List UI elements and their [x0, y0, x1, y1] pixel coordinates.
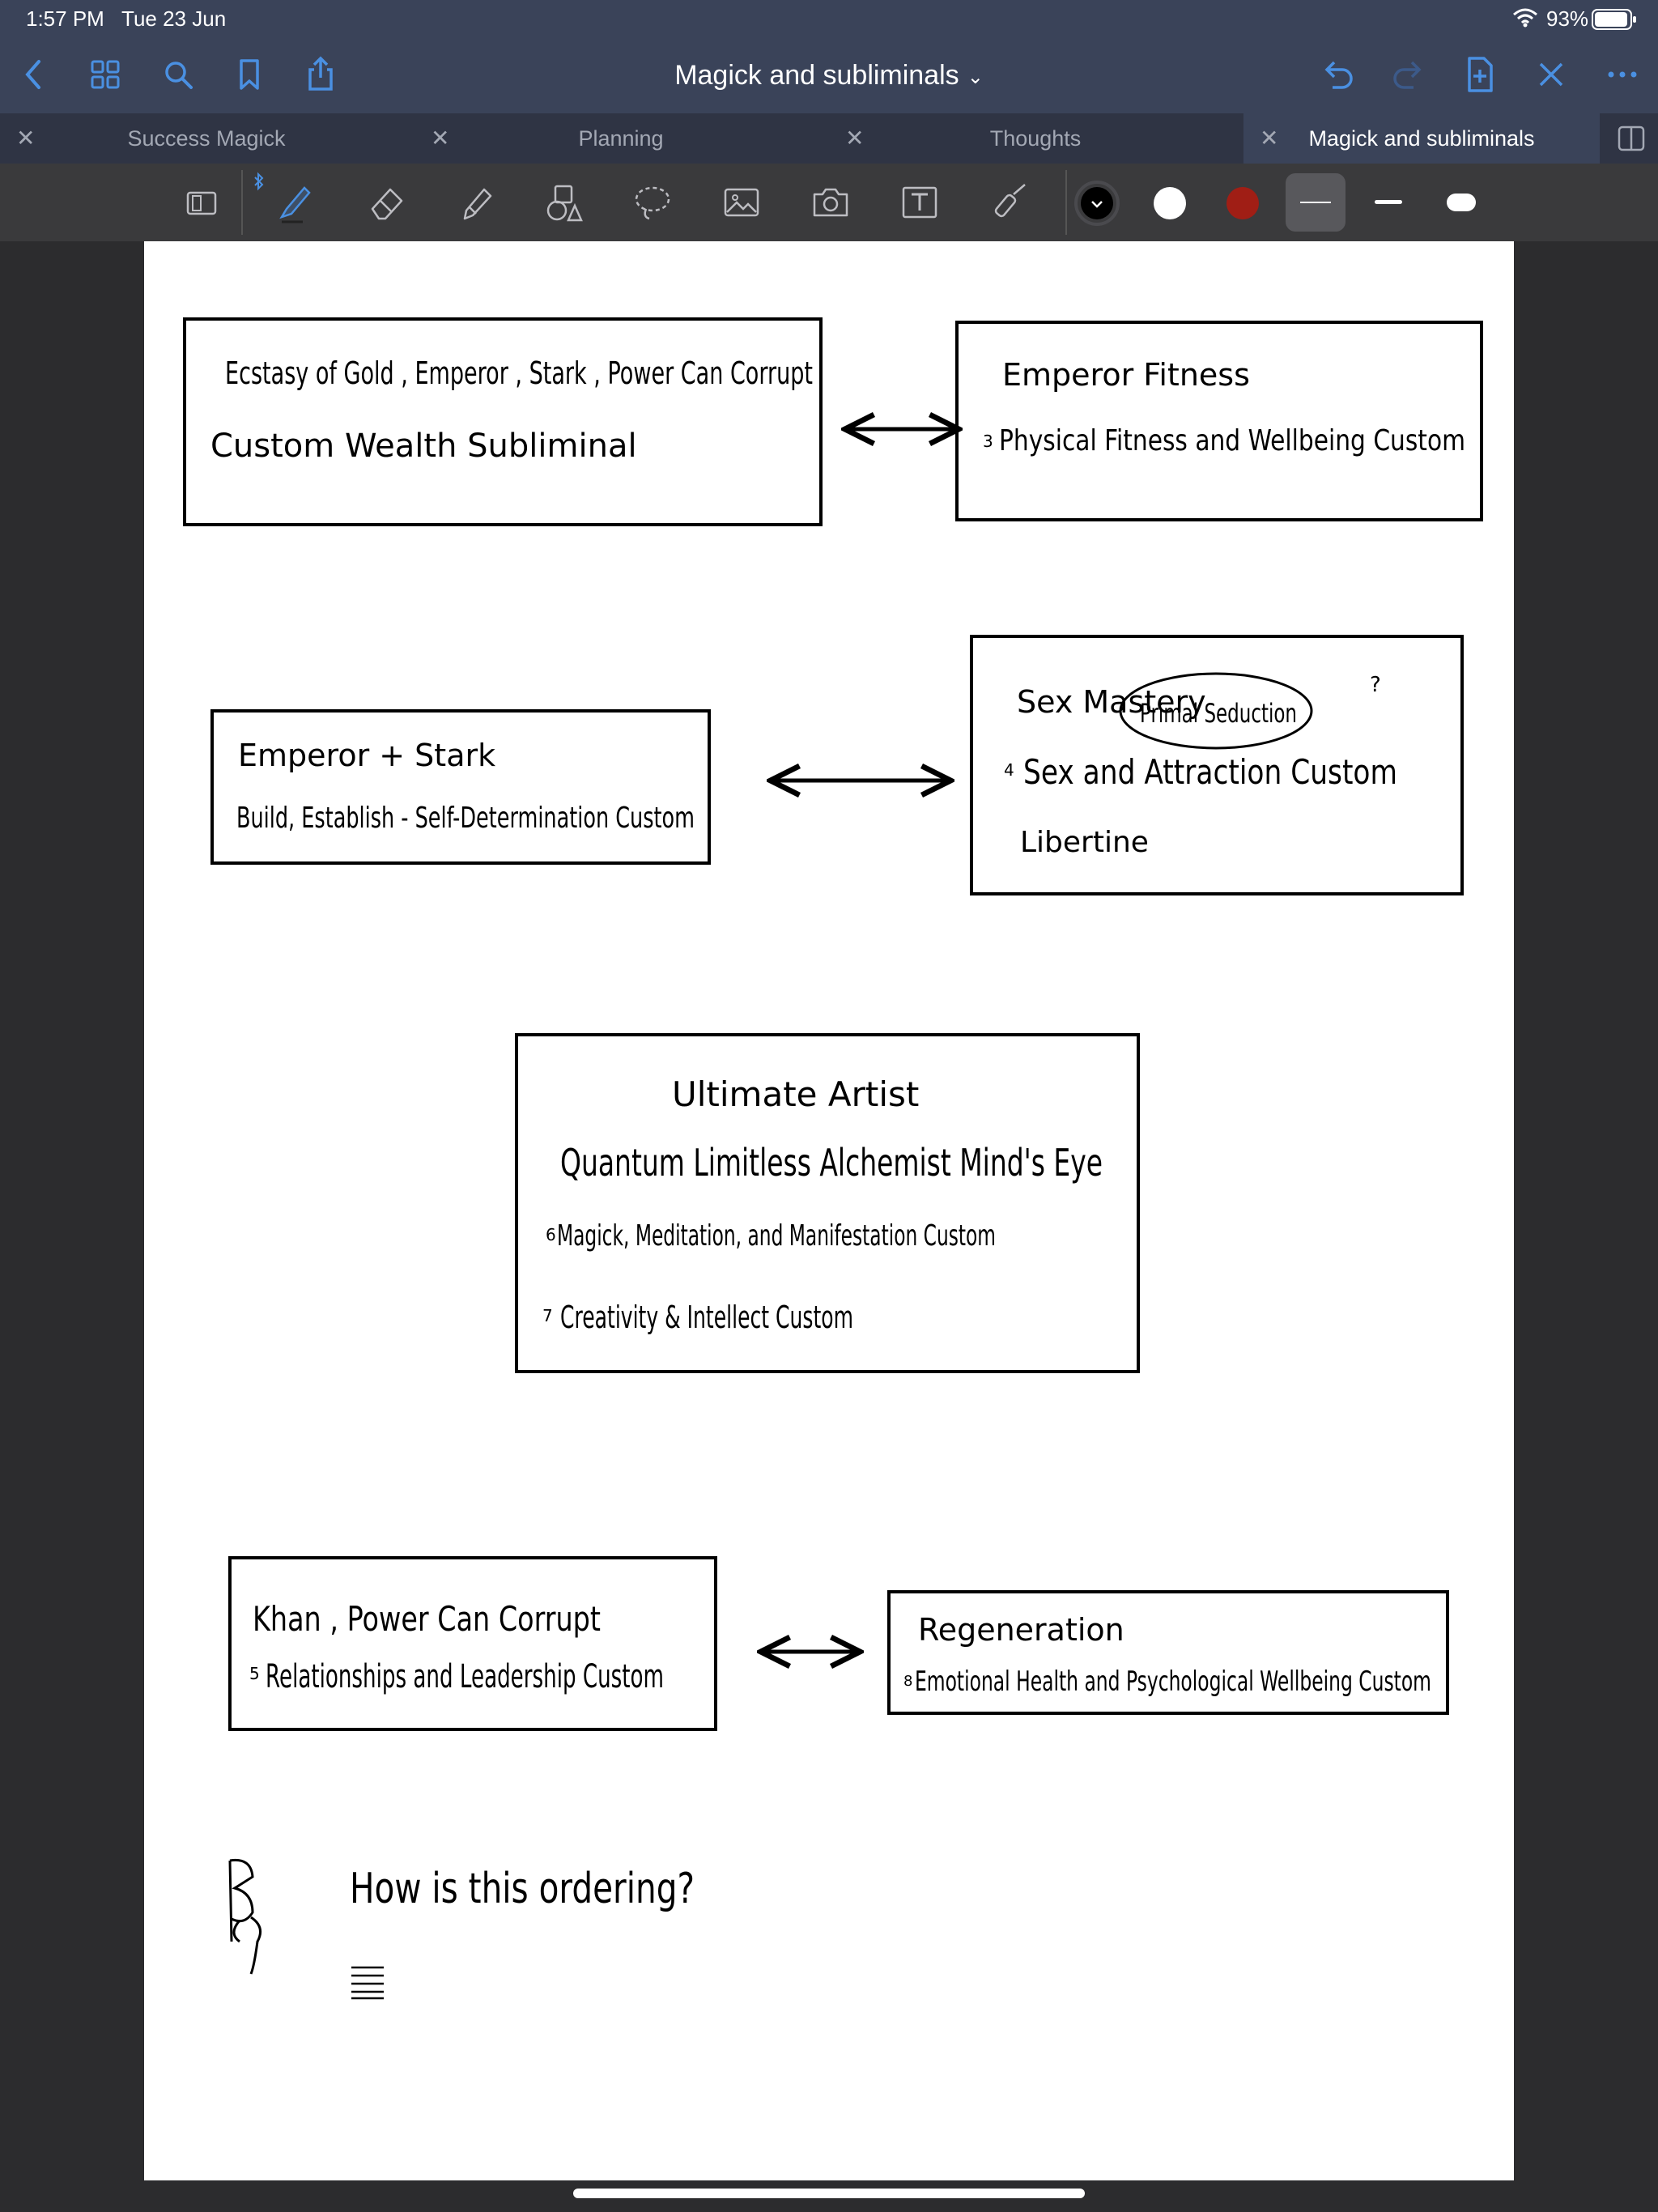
battery-icon: [1592, 9, 1636, 30]
status-bar: 1:57 PM Tue 23 Jun 93%: [0, 0, 1658, 37]
box5-line1: Ultimate Artist: [672, 1074, 919, 1114]
note-box-leadership: Khan , Power Can Corrupt 5 Relationships…: [228, 1556, 717, 1731]
read-only-icon[interactable]: [176, 178, 225, 227]
box4-question-mark: ?: [1370, 673, 1381, 697]
navigation-bar: Magick and subliminals⌄: [0, 37, 1658, 113]
box5-number-6: 6: [546, 1225, 556, 1244]
box4-number: 4: [1004, 760, 1014, 780]
shapes-icon[interactable]: [539, 178, 588, 227]
highlighter-icon[interactable]: [452, 178, 500, 227]
box6-number: 5: [249, 1664, 260, 1683]
note-box-sex-attraction: Sex Mastery Primal Seduction ? 4 Sex and…: [970, 635, 1464, 895]
handwriting-canvas: Ecstasy of Gold , Emperor , Stark , Powe…: [183, 317, 1483, 2000]
text-icon[interactable]: [895, 178, 944, 227]
box2-line2: Physical Fitness and Wellbeing Custom: [999, 424, 1465, 457]
tab-bar: ✕ Success Magick ✕ Planning ✕ Thoughts ✕…: [0, 113, 1658, 164]
note-box-fitness: Emperor Fitness 3 Physical Fitness and W…: [955, 321, 1483, 521]
tab-close-icon[interactable]: ✕: [1260, 125, 1279, 151]
box2-number: 3: [983, 432, 993, 451]
box5-line2: Quantum Limitless Alchemist Mind's Eye: [560, 1141, 1103, 1185]
tab-close-icon[interactable]: ✕: [16, 125, 36, 151]
box1-line1: Ecstasy of Gold , Emperor , Stark , Powe…: [225, 355, 813, 391]
note-box-emotional-health: Regeneration 8 Emotional Health and Psyc…: [887, 1590, 1449, 1715]
stroke-thick-button[interactable]: [1431, 173, 1491, 232]
home-indicator[interactable]: [573, 2189, 1085, 2198]
box3-line2: Build, Establish - Self-Determination Cu…: [236, 802, 695, 835]
camera-icon[interactable]: [806, 178, 855, 227]
box7-line2: Emotional Health and Psychological Wellb…: [915, 1665, 1431, 1698]
close-icon[interactable]: [1527, 50, 1575, 99]
tab-magick-and-subliminals[interactable]: ✕ Magick and subliminals: [1244, 113, 1600, 164]
note-box-wealth: Ecstasy of Gold , Emperor , Stark , Powe…: [183, 317, 823, 526]
box5-line3: Magick, Meditation, and Manifestation Cu…: [557, 1219, 996, 1253]
box4-line1: Sex Mastery: [1017, 684, 1206, 720]
box3-line1: Emperor + Stark: [238, 738, 495, 773]
bookmark-icon[interactable]: [225, 50, 274, 99]
chevron-down-icon: ⌄: [967, 66, 984, 88]
box4-line2: Sex and Attraction Custom: [1023, 752, 1397, 792]
battery-percent: 93%: [1546, 6, 1589, 31]
redo-icon[interactable]: [1384, 50, 1433, 99]
tab-success-magick[interactable]: ✕ Success Magick: [16, 125, 286, 151]
back-icon[interactable]: [10, 50, 58, 99]
question-text: How is this ordering?: [350, 1865, 695, 1913]
laser-pointer-icon[interactable]: [984, 178, 1033, 227]
share-icon[interactable]: [296, 50, 345, 99]
notebook-page[interactable]: Ecstasy of Gold , Emperor , Stark , Powe…: [144, 241, 1514, 2180]
box1-line2: Custom Wealth Subliminal: [210, 428, 637, 465]
box4-line3: Libertine: [1020, 826, 1149, 859]
box2-line1: Emperor Fitness: [1002, 357, 1250, 393]
split-view-icon[interactable]: [1618, 125, 1645, 152]
box4-circled: Primal Seduction: [1140, 698, 1297, 729]
status-time: 1:57 PM Tue 23 Jun: [26, 6, 227, 31]
tab-planning[interactable]: ✕ Planning: [431, 125, 664, 151]
tab-thoughts[interactable]: ✕ Thoughts: [845, 125, 1082, 151]
pen-icon[interactable]: [270, 178, 319, 227]
box7-line1: Regeneration: [918, 1612, 1124, 1648]
undo-icon[interactable]: [1313, 50, 1362, 99]
color-red[interactable]: [1226, 186, 1260, 220]
doodle-sketch: [228, 1858, 262, 1975]
box7-number: 8: [903, 1673, 912, 1690]
lasso-icon[interactable]: [628, 178, 677, 227]
tab-close-icon[interactable]: ✕: [431, 125, 450, 151]
tab-close-icon[interactable]: ✕: [845, 125, 865, 151]
box5-line4: Creativity & Intellect Custom: [560, 1300, 853, 1335]
more-icon[interactable]: [1598, 50, 1647, 99]
scribble-mark: [351, 1966, 384, 2000]
box6-line2: Relationships and Leadership Custom: [266, 1658, 664, 1695]
eraser-icon[interactable]: [363, 178, 411, 227]
box6-line1: Khan , Power Can Corrupt: [253, 1599, 601, 1639]
stroke-medium-button[interactable]: [1358, 173, 1418, 232]
wifi-icon: [1513, 8, 1537, 28]
color-white[interactable]: [1153, 186, 1187, 220]
note-box-self-determination: Emperor + Stark Build, Establish - Self-…: [210, 709, 711, 865]
search-icon[interactable]: [154, 50, 202, 99]
drawing-toolbar: [0, 164, 1658, 241]
grid-icon[interactable]: [81, 50, 130, 99]
image-icon[interactable]: [717, 178, 766, 227]
note-box-artist: Ultimate Artist Quantum Limitless Alchem…: [515, 1033, 1140, 1373]
stroke-thin-button[interactable]: [1286, 173, 1346, 232]
color-black-selected[interactable]: [1073, 180, 1120, 227]
box5-number-7: 7: [542, 1306, 553, 1325]
add-page-icon[interactable]: [1456, 50, 1504, 99]
bluetooth-icon: [254, 172, 264, 191]
circled-annotation: [1119, 672, 1313, 750]
document-title[interactable]: Magick and subliminals⌄: [674, 60, 984, 91]
